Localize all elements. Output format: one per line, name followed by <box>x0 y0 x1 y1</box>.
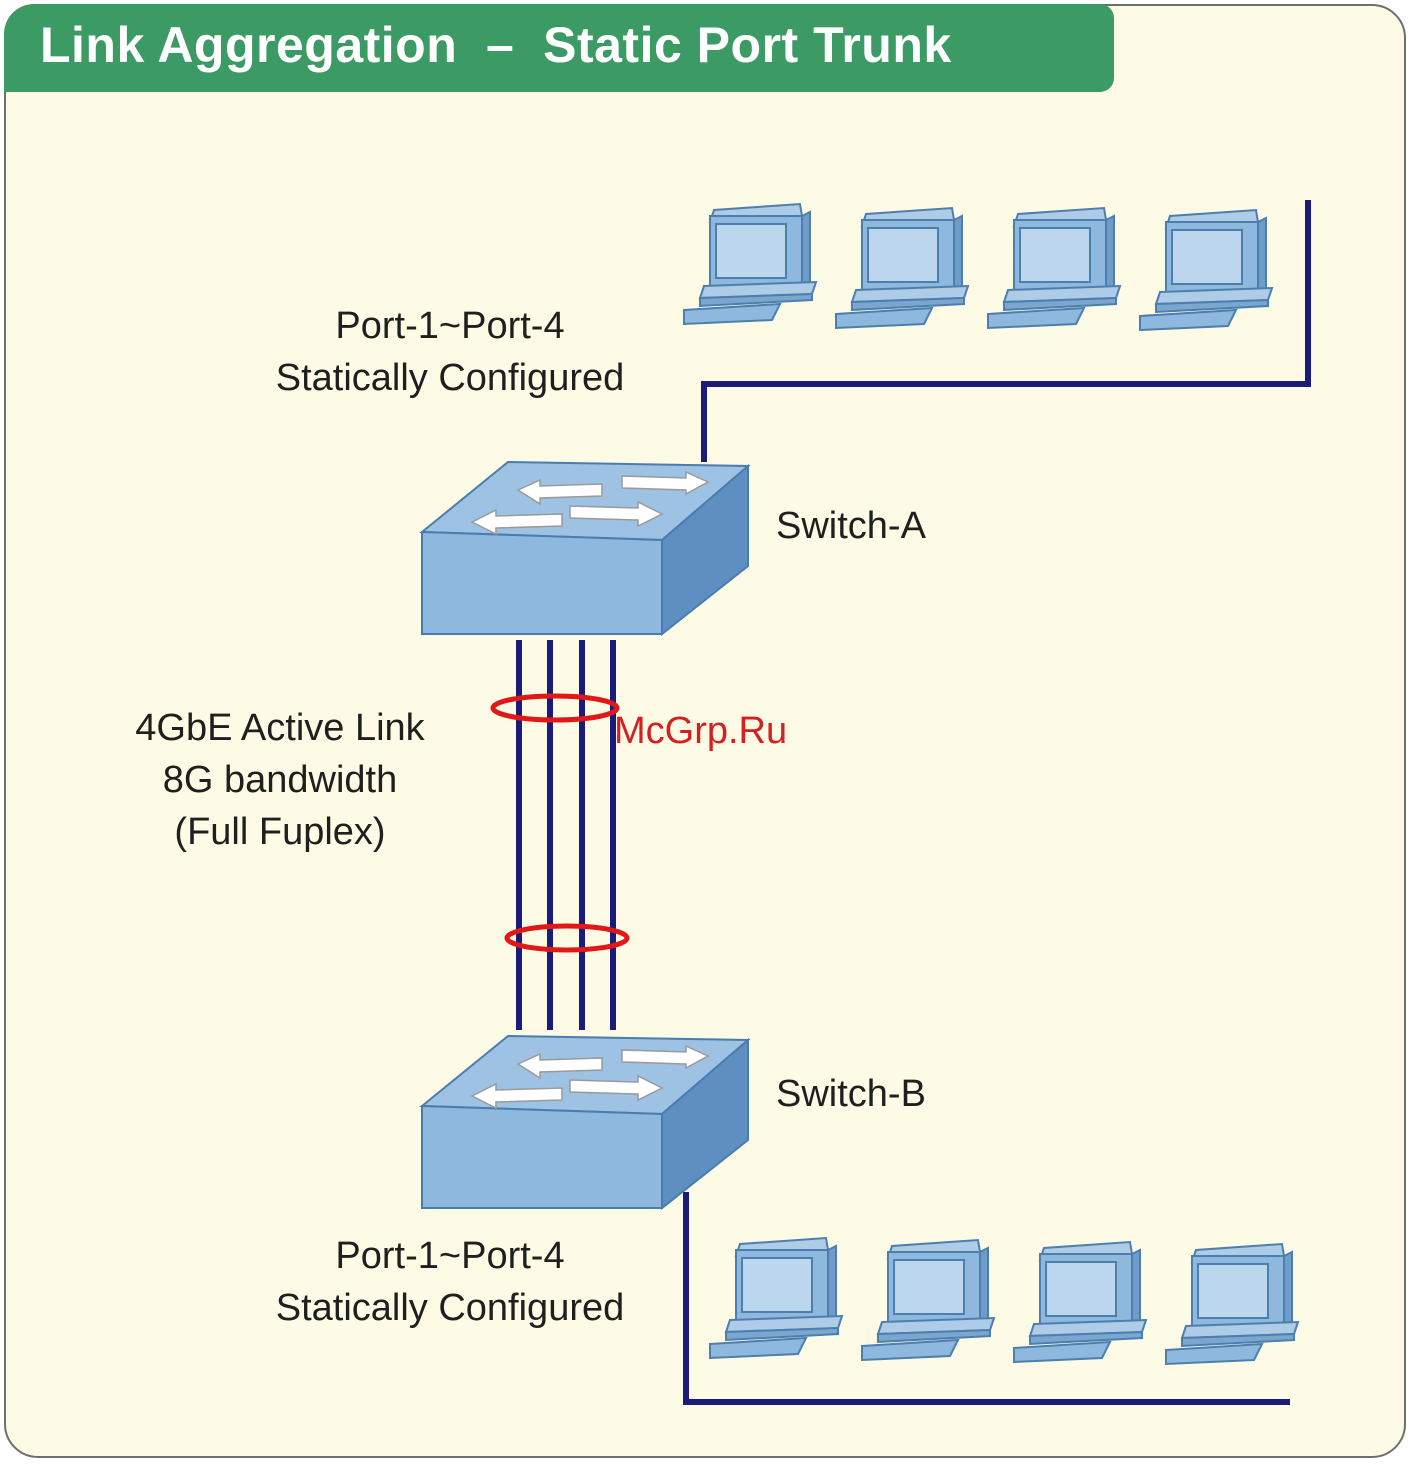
computer-icon <box>684 204 816 324</box>
top-ports-label: Port-1~Port-4 Statically Configured <box>250 300 650 404</box>
computer-icon <box>862 1240 994 1360</box>
bottom-ports-line2: Statically Configured <box>250 1282 650 1334</box>
computer-icon <box>1166 1244 1298 1364</box>
switch-b-icon <box>422 1036 748 1208</box>
link-line2: 8G bandwidth <box>100 754 460 806</box>
switch-a-label: Switch-A <box>776 500 926 552</box>
bottom-ports-line1: Port-1~Port-4 <box>250 1230 650 1282</box>
link-line3: (Full Fuplex) <box>100 806 460 858</box>
switch-b-label: Switch-B <box>776 1068 926 1120</box>
aggregation-ring-icon <box>493 696 617 720</box>
computer-icon <box>836 208 968 328</box>
link-line1: 4GbE Active Link <box>100 702 460 754</box>
computer-icon <box>710 1238 842 1358</box>
bottom-ports-label: Port-1~Port-4 Statically Configured <box>250 1230 650 1334</box>
link-label: 4GbE Active Link 8G bandwidth (Full Fupl… <box>100 702 460 858</box>
top-ports-line2: Statically Configured <box>250 352 650 404</box>
watermark: McGrp.Ru <box>614 710 787 753</box>
computer-icon <box>1140 210 1272 330</box>
computer-icon <box>1014 1242 1146 1362</box>
aggregation-ring-icon <box>507 926 627 950</box>
top-ports-line1: Port-1~Port-4 <box>250 300 650 352</box>
switch-a-icon <box>422 462 748 634</box>
computer-icon <box>988 208 1120 328</box>
